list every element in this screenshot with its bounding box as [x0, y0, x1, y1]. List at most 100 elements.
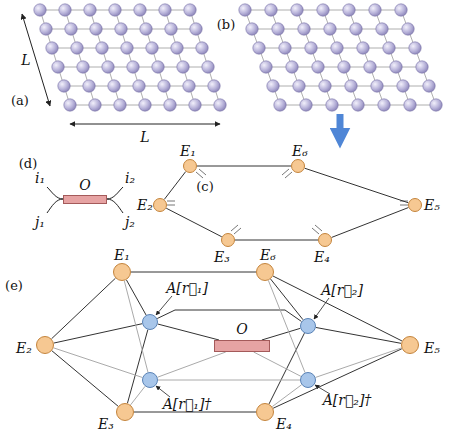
bond-line — [164, 172, 185, 200]
lattice-site — [338, 61, 350, 73]
site-tensor: A[r⃗₂] — [300, 318, 316, 334]
node-label: E₁ — [114, 248, 130, 262]
lattice-site — [274, 99, 286, 111]
environment-tensor: E₆ — [256, 263, 274, 281]
index-label: j₁ — [35, 215, 45, 229]
node-label: E₂ — [16, 341, 32, 355]
operator-leg — [107, 199, 123, 213]
node-label: E₃ — [98, 417, 114, 431]
lattice-site — [139, 99, 151, 111]
operator-leg — [47, 199, 63, 213]
lattice-site — [350, 23, 362, 35]
lattice-site — [317, 4, 329, 16]
lattice-bond — [40, 10, 70, 105]
bond-tick — [167, 201, 175, 202]
lattice-site — [378, 99, 390, 111]
bond-line — [272, 385, 301, 407]
lattice-site — [114, 99, 126, 111]
lattice-bond — [165, 10, 195, 105]
lattice-bond — [115, 10, 145, 105]
operator-box: O — [63, 195, 107, 204]
lattice-site — [416, 61, 428, 73]
lattice-site — [90, 23, 102, 35]
lattice-site — [279, 42, 291, 54]
operator-leg — [47, 187, 63, 199]
lattice-site — [102, 61, 114, 73]
lattice-site — [376, 23, 388, 35]
panel-label: (b) — [217, 18, 235, 31]
bond-line — [305, 168, 409, 203]
environment-tensor: E₄ — [318, 233, 332, 247]
node-label: O — [236, 322, 247, 336]
bond-line — [235, 240, 318, 241]
lattice-site — [371, 80, 383, 92]
bond-tick — [285, 172, 292, 178]
transform-arrow — [337, 114, 344, 138]
bond-tick — [282, 169, 289, 175]
lattice-site — [291, 4, 303, 16]
panel-label: (c) — [196, 180, 213, 193]
node-label: E₃ — [214, 250, 230, 264]
lattice-site — [64, 99, 76, 111]
lattice-site — [159, 4, 171, 16]
bond-line — [262, 328, 301, 340]
lattice-site — [177, 61, 189, 73]
bond-tick — [312, 228, 319, 234]
lattice-site — [357, 42, 369, 54]
bond-line — [54, 324, 142, 343]
lattice-site — [115, 23, 127, 35]
bond-tick — [167, 205, 175, 206]
index-label: i₂ — [125, 171, 135, 185]
lattice-site — [165, 23, 177, 35]
lattice — [34, 4, 226, 111]
lattice-site — [65, 23, 77, 35]
lattice-site — [40, 23, 52, 35]
lattice-site — [272, 23, 284, 35]
environment-tensor: E₅ — [408, 198, 422, 212]
bond-line — [166, 208, 222, 237]
bond-line — [332, 208, 409, 238]
bond-line — [316, 348, 402, 377]
lattice-site — [121, 42, 133, 54]
bond-line — [134, 412, 256, 413]
bond-line — [157, 310, 301, 321]
leader-arrow — [314, 298, 329, 319]
lattice-site — [423, 80, 435, 92]
bond-line — [254, 352, 301, 376]
lattice-site — [324, 23, 336, 35]
lattice-site — [402, 23, 414, 35]
lattice-site — [286, 61, 298, 73]
lattice-site — [208, 80, 220, 92]
lattice-bond — [90, 10, 120, 105]
node-label: E₄ — [276, 417, 292, 431]
environment-tensor: E₁ — [183, 159, 197, 173]
lattice-site — [77, 61, 89, 73]
bond-tick — [231, 225, 238, 231]
dimension-arrow — [70, 124, 220, 125]
node-label: O — [79, 178, 90, 192]
lattice-site — [34, 4, 46, 16]
lattice-site — [71, 42, 83, 54]
operator-leg — [107, 187, 123, 199]
lattice-site — [305, 42, 317, 54]
environment-tensor: E₁ — [113, 263, 131, 281]
lattice-site — [352, 99, 364, 111]
lattice-site — [152, 61, 164, 73]
lattice-site — [397, 80, 409, 92]
lattice-site — [326, 99, 338, 111]
lattice-site — [89, 99, 101, 111]
lattice-site — [108, 80, 120, 92]
bond-line — [131, 272, 256, 273]
lattice-site — [404, 99, 416, 111]
lattice-site — [140, 23, 152, 35]
lattice-site — [300, 99, 312, 111]
lattice-site — [239, 4, 251, 16]
panel-label: (d) — [19, 157, 37, 170]
lattice-site — [390, 61, 402, 73]
index-label: j₂ — [125, 215, 135, 229]
lattice-site — [369, 4, 381, 16]
lattice-bond — [140, 10, 170, 105]
environment-tensor: E₅ — [401, 336, 419, 354]
lattice-site — [190, 23, 202, 35]
